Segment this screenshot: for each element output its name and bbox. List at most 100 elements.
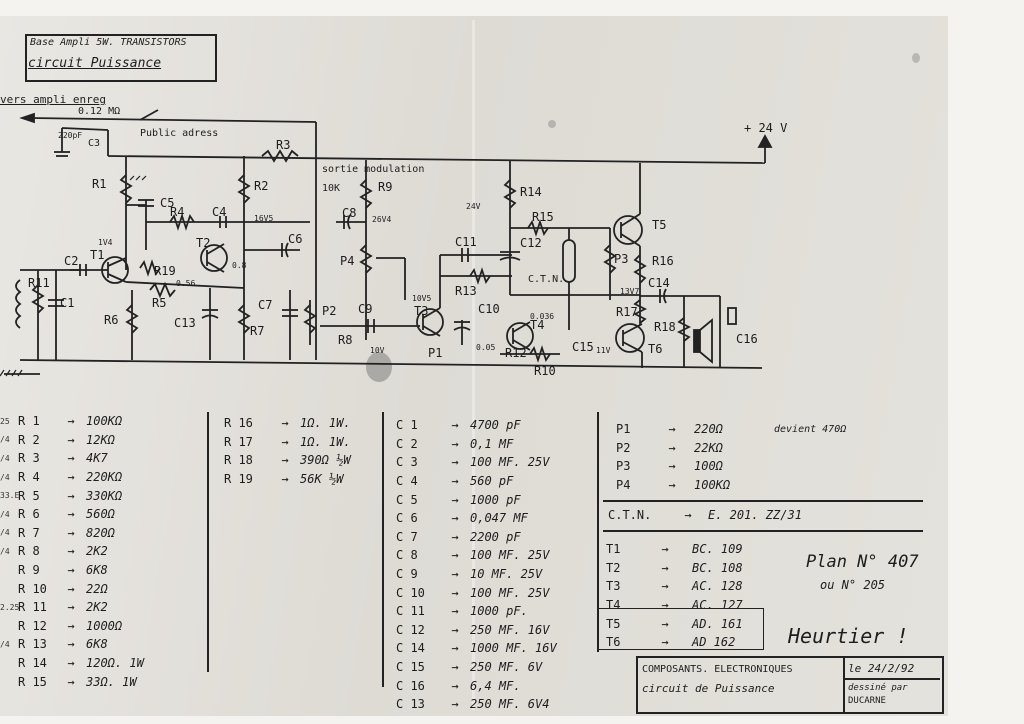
volt-9: 0.036 [530,312,555,321]
r18-label: R18 [654,320,676,334]
list-item: C 4→560 pF [396,474,514,489]
paper [0,16,948,716]
input-cap-line [61,127,109,131]
cartouche-divider [843,656,845,712]
r7-resistor [237,304,251,334]
list-item: C 11→1000 pF. [396,604,528,619]
volt-13: 11V [596,346,611,355]
t4-label: T4 [530,318,545,332]
c16-label: C16 [736,332,758,346]
t6-label: T6 [648,342,663,356]
cartouche-drawn-label: dessiné par [848,683,908,693]
r18-resistor [676,317,692,342]
list-item: C 9→10 MF. 25V [396,567,543,582]
volt-8: 10V5 [412,294,432,303]
volt-7: 24V [466,202,481,211]
list-item: C 6→0,047 MF [396,511,528,526]
t1-label: T1 [90,248,105,262]
c3-label: C3 [88,138,101,149]
list-item: R 9→6K8 [18,563,108,578]
brand-name: Heurtier ! [788,624,909,648]
r3-resistor [261,149,299,163]
separator-ctn-bottom [603,530,923,532]
volt-1: 1V4 [98,238,113,247]
title-line2: circuit Puissance [28,56,162,71]
volt-4: 16V5 [254,214,274,223]
c15-label: C15 [572,340,594,354]
p1-label: P1 [428,346,443,360]
list-item: C.T.N.→E. 201. ZZ/31 [608,508,802,523]
list-item: R 10→22Ω [18,581,108,596]
c7-label: C7 [258,298,273,312]
volt-12: 0.05 [476,343,496,352]
r17-resistor [632,299,648,324]
list-item: R 12→1000Ω [18,618,123,633]
public-address-switch [139,109,159,121]
r4-resistor [169,213,195,231]
resistor-list-b: R 16→1Ω. 1W. R 17→1Ω. 1W. R 18→390Ω ½W R… [224,414,351,488]
list-item: P2→22KΩ [616,440,723,455]
cartouche-title2: circuit de Puissance [642,682,775,695]
input-line [29,117,317,123]
title-line1: Base Ampli 5W. TRANSISTORS [30,37,187,48]
cartouche-title1: COMPOSANTS. ELECTRONIQUES [642,664,793,675]
list-item: T2→BC. 108 [606,560,743,575]
c2-label: C2 [64,254,79,268]
plan-number: Plan N° 407 [806,552,919,572]
list-item: C 3→100 MF. 25V [396,455,550,470]
r1-resistor [119,174,133,204]
r5-resistor [149,281,176,299]
cartouche-date: le 24/2/92 [848,662,915,675]
c14-label: C14 [648,276,670,290]
c9-label: C9 [358,302,373,316]
r16-resistor [633,254,647,284]
list-item: T3→AC. 128 [606,579,743,594]
list-item: T5→AD. 161 [606,616,743,631]
p3-label: P3 [614,252,629,266]
r11-label: R11 [28,276,50,290]
p4-potentiometer [359,244,373,274]
volt-3: 0.56 [176,279,196,288]
r8-label: R8 [338,333,353,347]
list-item: C 12→250 MF. 16V [396,622,550,637]
list-item: R 19→56K ½W [224,472,344,487]
list-item: R 18→390Ω ½W [224,453,351,468]
r2-label: R2 [254,179,269,193]
list-item: C 14→1000 MF. 16V [396,641,557,656]
list-item: R 17→1Ω. 1W. [224,434,351,449]
t5-transistor [613,215,643,245]
list-item: C 15→250 MF. 6V [396,660,543,675]
list-item: C 8→100 MF. 25V [396,548,550,563]
c16-capacitor [727,307,737,325]
r10-resistor [529,345,551,363]
list-item: R 15→33Ω. 1W [18,674,137,689]
r10-label: R10 [534,364,556,378]
list-item: C 5→1000 pF [396,492,521,507]
p2-label: P2 [322,304,337,318]
list-item: T6→AD 162 [606,635,736,650]
volt-11: 10V [370,346,385,355]
input-label: vers ampli enreg [0,93,106,106]
c5-label: C5 [160,196,175,210]
input-arrow [19,112,35,124]
r19-resistor [139,259,161,277]
list-item: P3→100Ω [616,459,723,474]
cartouche-drawn-by: DUCARNE [848,696,886,706]
list-item: C 10→100 MF. 25V [396,585,550,600]
ctn-entry: C.T.N.→E. 201. ZZ/31 [608,506,802,525]
r11-resistor [31,284,45,314]
speaker [693,329,701,353]
c11-label: C11 [455,235,477,249]
r3-label: R3 [276,138,291,152]
c4-label: C4 [212,205,227,219]
ctn-label: C.T.N. [528,274,565,285]
list-item: T1→BC. 109 [606,542,743,557]
p2-potentiometer [303,304,317,334]
